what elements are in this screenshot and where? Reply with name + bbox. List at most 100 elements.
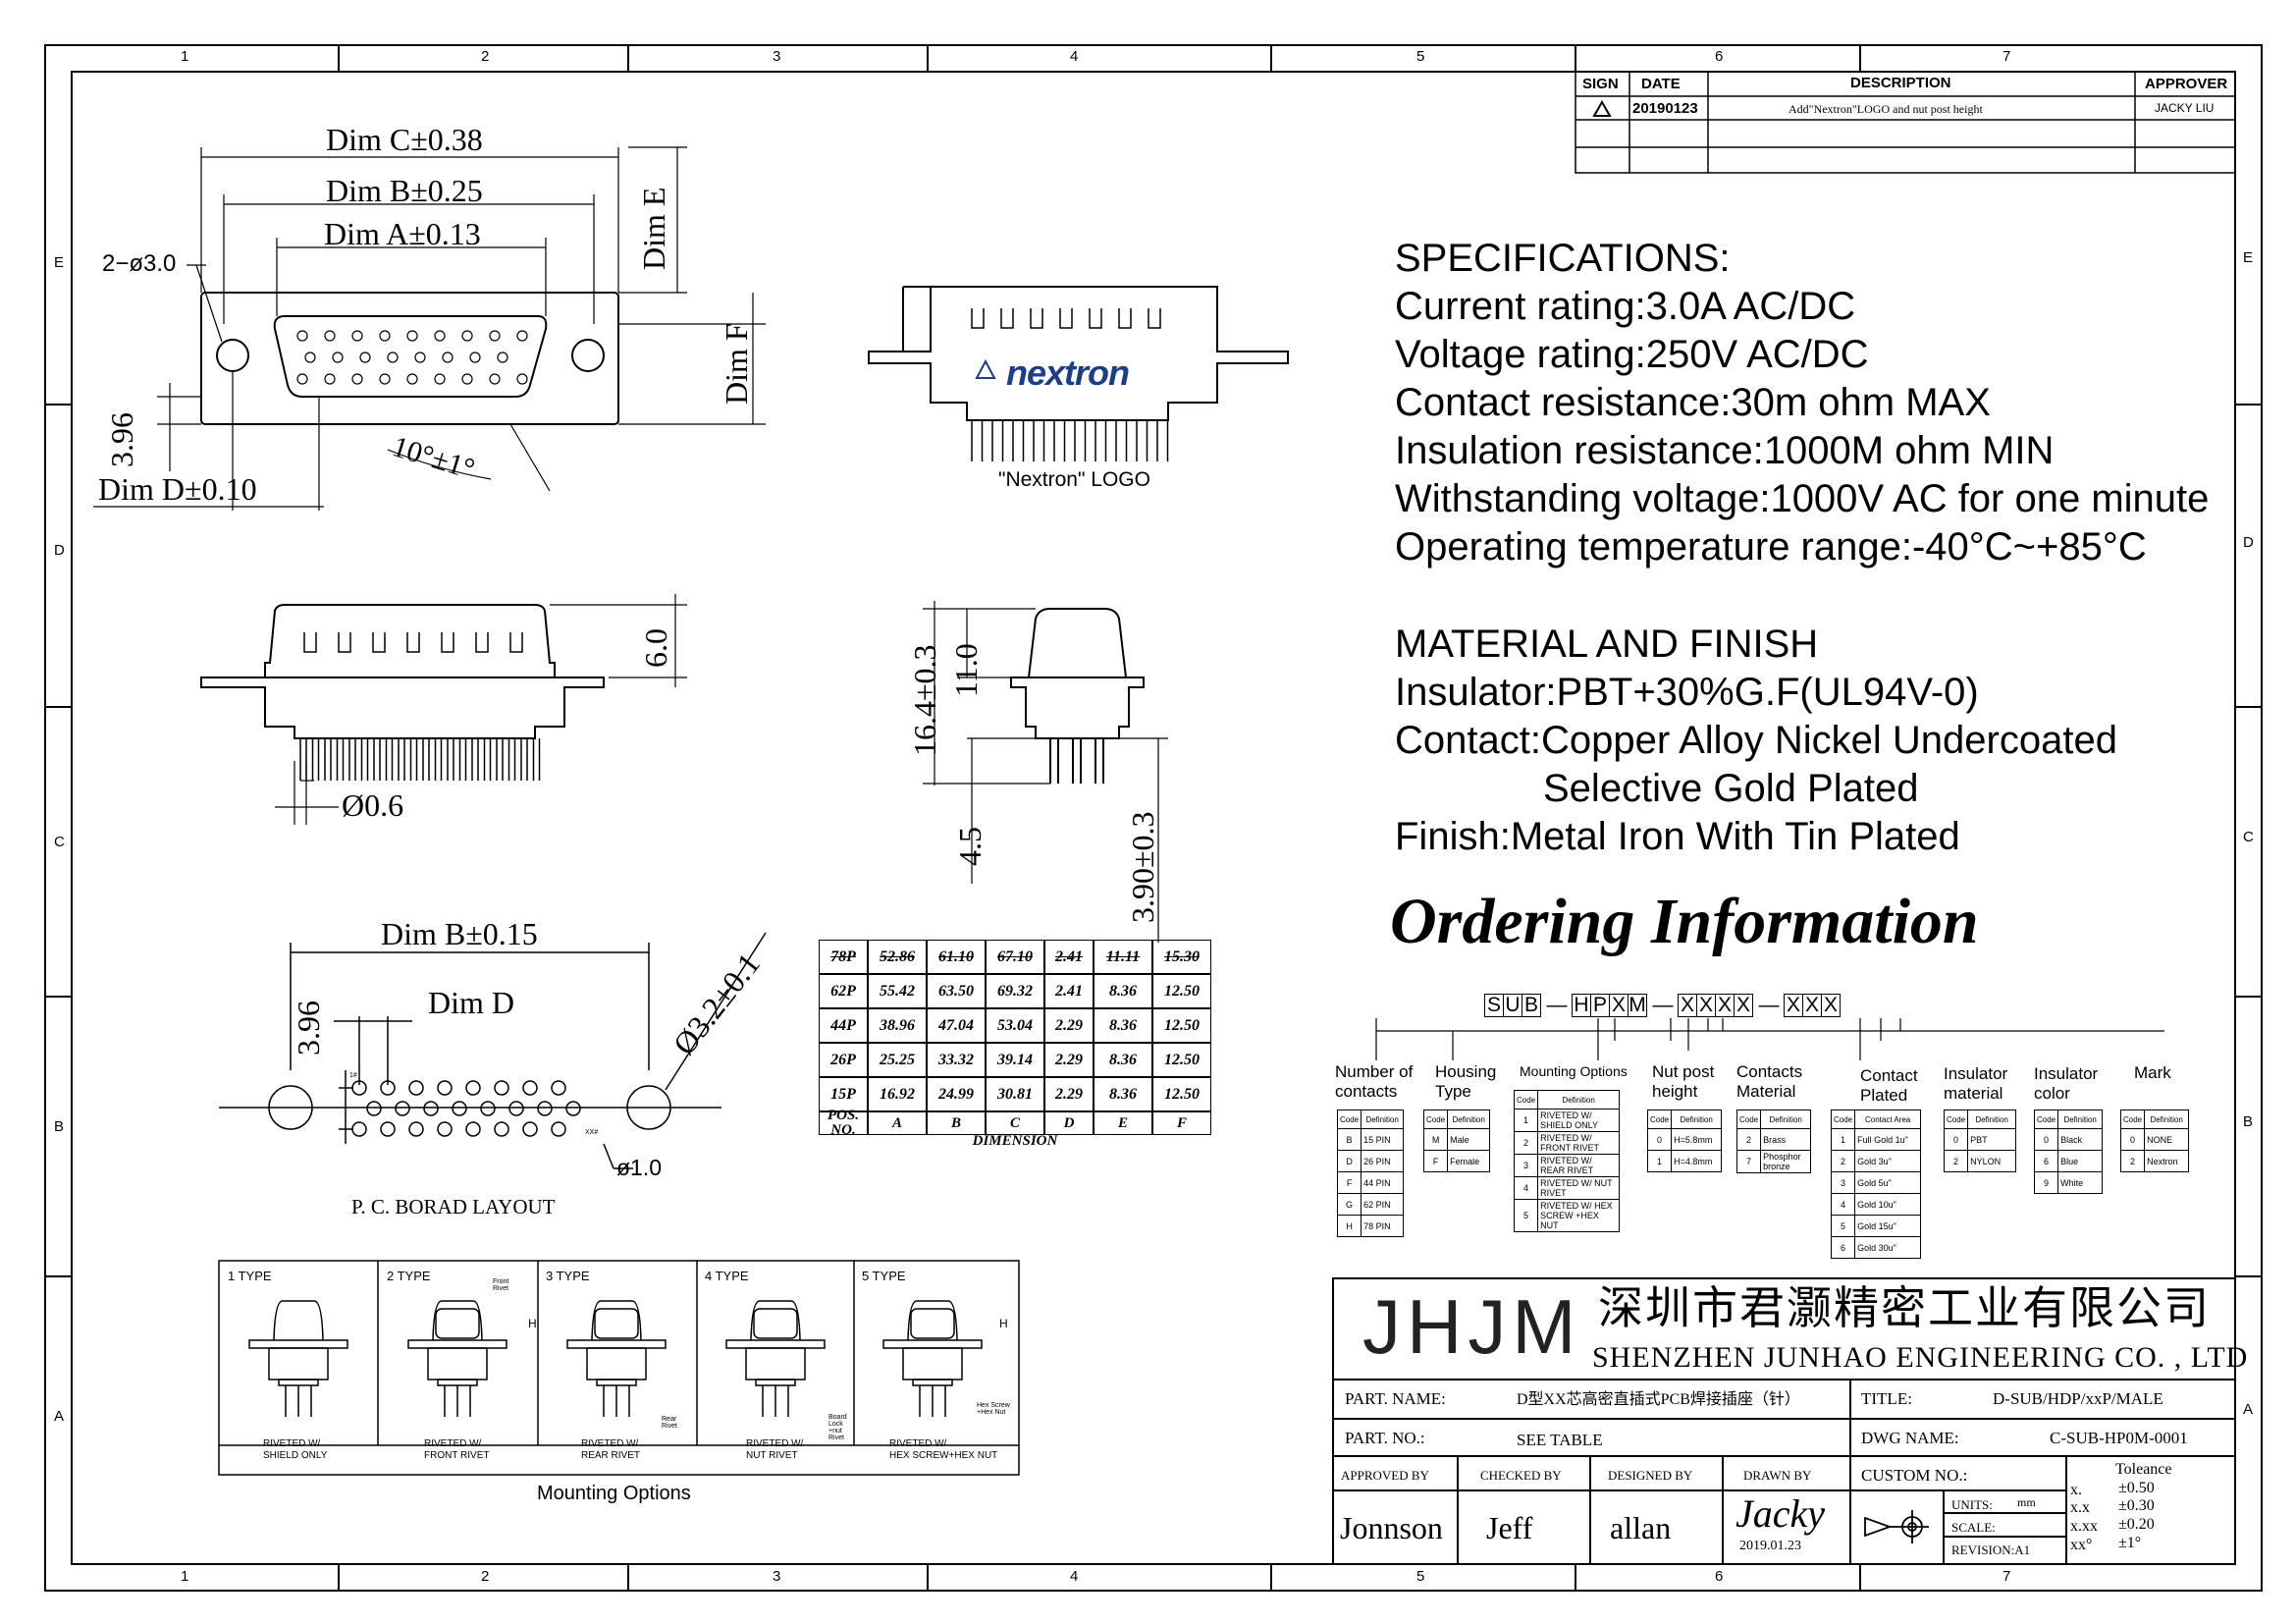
contact-slot — [372, 632, 386, 653]
designed-label: DESIGNED BY — [1608, 1468, 1693, 1483]
type-label: 3 TYPE — [546, 1269, 590, 1283]
pcb-hole — [408, 1080, 424, 1096]
code-char: H — [1572, 994, 1591, 1017]
code-table-cell: 0 — [1646, 1128, 1673, 1151]
type-note: Hex Screw +Hex Nut — [977, 1402, 1010, 1416]
rev-header-date: DATE — [1641, 76, 1681, 92]
pin-hole — [516, 330, 528, 342]
type-note: Rear Rivet — [662, 1416, 677, 1430]
dim-table-cell: 12.50 — [1152, 1043, 1211, 1077]
col-label: 4 — [1070, 1568, 1079, 1585]
dwg-name: C-SUB-HP0M-0001 — [2050, 1429, 2188, 1447]
mounting-panel-title: Mounting Options — [537, 1483, 691, 1504]
dim-table-cell: 12.50 — [1152, 1077, 1211, 1111]
material-line: Contact:Copper Alloy Nickel Undercoated — [1395, 719, 2117, 762]
code-table-cell: Phosphor bronze — [1760, 1150, 1812, 1173]
code-char: X — [1678, 994, 1697, 1017]
connector-body — [902, 1347, 963, 1380]
contact-slot — [1000, 308, 1014, 329]
pcb-hole — [452, 1101, 467, 1116]
h390-label: 3.90±0.3 — [1125, 811, 1160, 923]
tol-key: x.xx — [2070, 1518, 2098, 1535]
dim-a-label: Dim A±0.13 — [324, 216, 481, 251]
company-logo: JHJM — [1362, 1283, 1582, 1370]
dim-table-cell: 8.36 — [1094, 1008, 1152, 1043]
h110-label: 11.0 — [948, 643, 984, 697]
part-no-label: PART. NO.: — [1345, 1429, 1425, 1447]
dim-table-cell: 25.25 — [868, 1043, 927, 1077]
dim-table-cell: 39.14 — [986, 1043, 1044, 1077]
connector-flange — [248, 1339, 348, 1349]
code-table-header: Definition — [2144, 1110, 2190, 1129]
contact-slot — [1059, 308, 1073, 329]
type-label: 1 TYPE — [228, 1269, 272, 1283]
pcb-hole — [366, 1101, 382, 1116]
connector-body — [745, 1347, 806, 1380]
code-table-cell: RIVETED W/ NUT RIVET — [1537, 1176, 1621, 1200]
code-table-cell: 15 PIN — [1361, 1128, 1405, 1151]
code-table-header: Code — [2119, 1110, 2146, 1129]
contact-slot — [338, 632, 351, 653]
dim-table-cell: 55.42 — [868, 974, 927, 1008]
spec-line: Voltage rating:250V AC/DC — [1395, 333, 1869, 376]
drawn-date: 2019.01.23 — [1739, 1539, 1801, 1553]
code-table-cell: RIVETED W/ FRONT RIVET — [1537, 1131, 1621, 1155]
label-cmat: Contacts Material — [1736, 1062, 1803, 1101]
spec-line: Contact resistance:30m ohm MAX — [1395, 381, 1991, 424]
dim-b-label: Dim B±0.25 — [326, 173, 483, 208]
checked-label: CHECKED BY — [1480, 1468, 1562, 1483]
units-value: mm — [2017, 1495, 2036, 1509]
pcb-pinxx: XX# — [585, 1129, 599, 1136]
col-label: 5 — [1416, 1568, 1425, 1585]
code-table-header: Definition — [1671, 1110, 1723, 1129]
material-line: Insulator:PBT+30%G.F(UL94V-0) — [1395, 671, 1979, 714]
contact-slot — [1030, 308, 1043, 329]
code-table-cell: 2 — [1830, 1150, 1856, 1172]
connector-shell — [907, 1300, 958, 1341]
pcb-hole — [465, 1121, 481, 1137]
row-label: A — [2243, 1401, 2254, 1418]
connector-base — [278, 1379, 319, 1386]
company-cn: 深圳市君灏精密工业有限公司 — [1598, 1283, 2211, 1333]
dim-table-cell: 24.99 — [927, 1077, 986, 1111]
connector-shell — [591, 1300, 642, 1341]
code-table-cell: G — [1336, 1193, 1362, 1216]
type-label: 5 TYPE — [862, 1269, 906, 1283]
code-table-header: Contact Area — [1854, 1110, 1922, 1129]
code-char: X — [1734, 994, 1753, 1017]
pcb-hole — [565, 1101, 581, 1116]
pin-hole — [324, 330, 336, 342]
spec-line: Operating temperature range:-40°C~+85°C — [1395, 525, 2147, 568]
label-cplated: Contact Plated — [1860, 1066, 1918, 1105]
dim-table-cell: 8.36 — [1094, 1043, 1152, 1077]
code-table-cell: Blue — [2057, 1150, 2104, 1172]
code-table-header: Definition — [1447, 1110, 1491, 1129]
pcb-hole — [380, 1121, 396, 1137]
pcb-hole — [522, 1121, 538, 1137]
dim-table-cell: 16.92 — [868, 1077, 927, 1111]
dim-table-header: E — [1094, 1111, 1152, 1135]
code-table-cell: F — [1336, 1171, 1362, 1194]
h-label: H — [999, 1317, 1008, 1330]
pcb-hole — [437, 1121, 453, 1137]
code-table-cell: NONE — [2144, 1128, 2190, 1151]
code-table-cell: M — [1422, 1128, 1449, 1151]
dim-table-cell: 33.32 — [927, 1043, 986, 1077]
label-mark: Mark — [2134, 1063, 2171, 1082]
code-char: X — [1609, 994, 1629, 1017]
tol-val: ±0.50 — [2118, 1480, 2155, 1496]
pin-dia-label: Ø0.6 — [342, 787, 404, 823]
code-dash: — — [1546, 994, 1568, 1016]
code-table-cell: 9 — [2033, 1171, 2059, 1194]
code-table-cell: 5 — [1830, 1215, 1856, 1237]
dim-table-header: POS. NO. — [819, 1109, 868, 1138]
dim-table-cell: 8.36 — [1094, 974, 1152, 1008]
pcb-hole — [480, 1101, 496, 1116]
code-table-cell: 6 — [2033, 1150, 2059, 1172]
material-line: Finish:Metal Iron With Tin Plated — [1395, 815, 1960, 858]
